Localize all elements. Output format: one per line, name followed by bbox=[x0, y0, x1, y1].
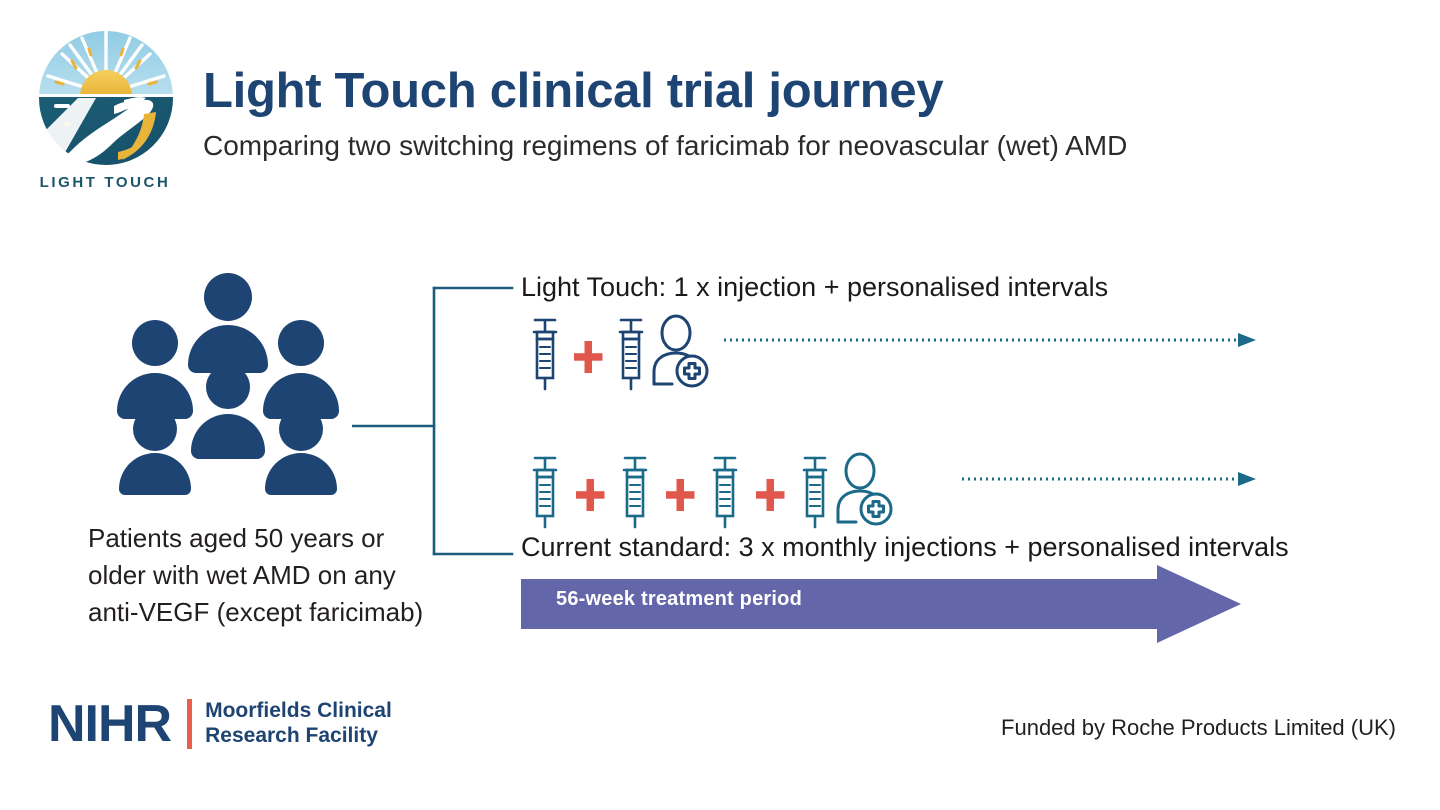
dotted-arrow-icon bbox=[962, 472, 1256, 486]
arm-label-current-standard: Current standard: 3 x monthly injections… bbox=[521, 532, 1289, 562]
patient-with-plus-icon bbox=[836, 452, 893, 526]
timeline-label: 56-week treatment period bbox=[556, 588, 802, 610]
header-block: Light Touch clinical trial journey Compa… bbox=[203, 66, 1413, 163]
syringe-icon bbox=[622, 456, 648, 529]
light-touch-logo: LIGHT TOUCH bbox=[24, 28, 186, 208]
plus-icon bbox=[574, 341, 603, 373]
syringe-icon bbox=[712, 456, 738, 529]
arm-label-light-touch: Light Touch: 1 x injection + personalise… bbox=[521, 272, 1109, 302]
dotted-arrow-icon bbox=[724, 333, 1256, 347]
arm-icons-light-touch bbox=[528, 314, 710, 392]
plus-icon bbox=[666, 479, 695, 511]
syringe-icon bbox=[532, 456, 558, 529]
patient-with-plus-icon bbox=[652, 314, 709, 388]
syringe-icon bbox=[618, 318, 644, 391]
cohort-description: Patients aged 50 years or older with wet… bbox=[88, 523, 424, 627]
logo-wordmark: LIGHT TOUCH bbox=[39, 174, 171, 191]
arm-icons-current-standard bbox=[528, 452, 894, 530]
plus-icon bbox=[576, 479, 605, 511]
light-touch-logo-mark bbox=[37, 29, 175, 167]
plus-icon bbox=[756, 479, 785, 511]
right-arrow-banner bbox=[521, 565, 1241, 643]
page-subtitle: Comparing two switching regimens of fari… bbox=[203, 129, 1128, 161]
nihr-logo: NIHR Moorfields Clinical Research Facili… bbox=[48, 693, 392, 755]
branch-bracket bbox=[352, 286, 514, 556]
nihr-divider bbox=[187, 699, 193, 749]
people-group-icon bbox=[117, 273, 339, 495]
nihr-subtitle: Moorfields Clinical Research Facility bbox=[205, 699, 392, 748]
syringe-icon bbox=[532, 318, 558, 391]
funder-text: Funded by Roche Products Limited (UK) bbox=[1001, 715, 1396, 740]
nihr-wordmark: NIHR bbox=[48, 695, 172, 753]
nihr-subtitle-line2: Research Facility bbox=[205, 724, 378, 747]
nihr-subtitle-line1: Moorfields Clinical bbox=[205, 699, 392, 723]
syringe-icon bbox=[802, 456, 828, 529]
page-title: Light Touch clinical trial journey bbox=[203, 64, 944, 118]
